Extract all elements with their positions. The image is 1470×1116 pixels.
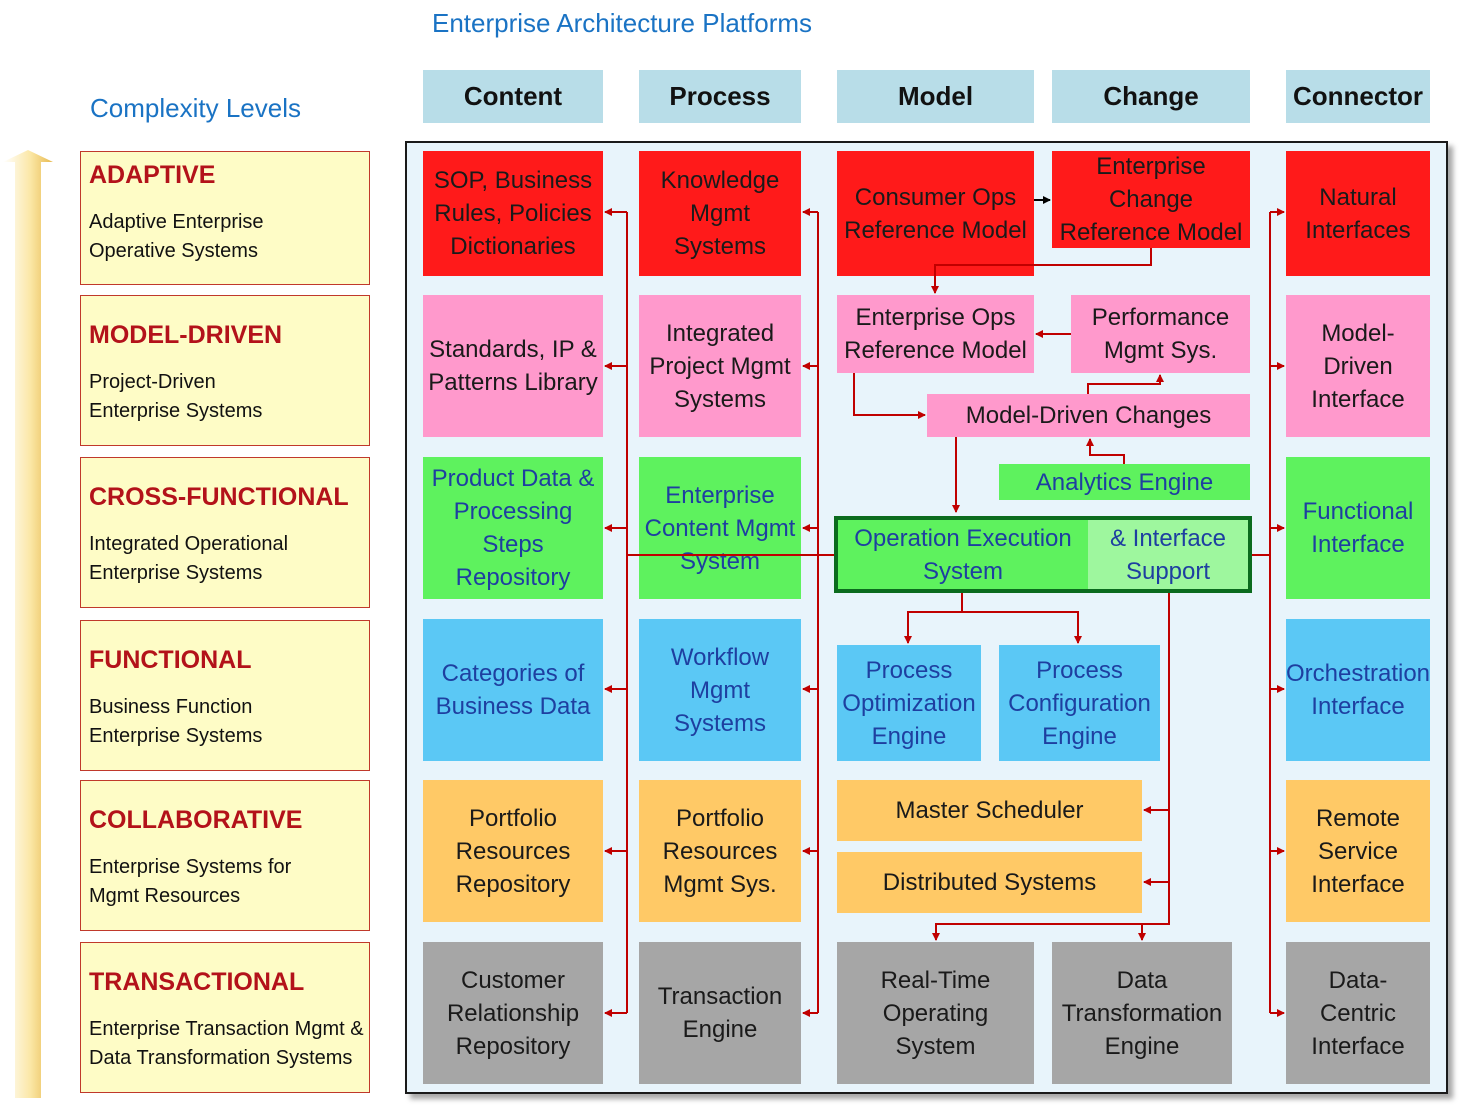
column-header-process: Process [639,70,801,123]
box-performance-mgmt: Performance Mgmt Sys. [1071,295,1250,373]
box-operation-execution-system: Operation Execution System [854,524,1072,585]
box-transaction-engine: Transaction Engine [639,942,801,1084]
box-enterprise-ops-reference-model: Enterprise Ops Reference Model [837,295,1034,373]
level-title: FUNCTIONAL [89,646,252,674]
operation-execution-system-container: Operation Execution System & Interface S… [834,516,1252,593]
level-model-driven: MODEL-DRIVEN Project-Driven Enterprise S… [80,295,370,446]
level-description: Project-Driven Enterprise Systems [89,371,263,422]
box-data-centric-interface: Data- Centric Interface [1286,942,1430,1084]
box-product-data-repository: Product Data & Processing Steps Reposito… [423,457,603,599]
level-description: Enterprise Systems for Mgmt Resources [89,856,292,907]
level-title: COLLABORATIVE [89,806,303,834]
column-header-connector: Connector [1286,70,1430,123]
level-title: MODEL-DRIVEN [89,321,283,349]
level-collaborative: COLLABORATIVE Enterprise Systems for Mgm… [80,780,370,931]
box-remote-service-interface: Remote Service Interface [1286,780,1430,922]
level-description: Enterprise Transaction Mgmt & Data Trans… [89,1018,364,1069]
box-process-configuration-engine: Process Configuration Engine [999,645,1160,761]
box-interface-support: & Interface Support [1088,520,1248,589]
level-title: ADAPTIVE [89,161,216,189]
box-sop-business-rules: SOP, Business Rules, Policies Dictionari… [423,151,603,276]
box-categories-business-data: Categories of Business Data [423,619,603,761]
level-adaptive: ADAPTIVE Adaptive Enterprise Operative S… [80,151,370,285]
box-process-optimization-engine: Process Optimization Engine [837,645,981,761]
level-cross-functional: CROSS-FUNCTIONAL Integrated Operational … [80,457,370,608]
level-title: CROSS-FUNCTIONAL [89,483,349,511]
box-knowledge-mgmt: Knowledge Mgmt Systems [639,151,801,276]
box-orchestration-interface: Orchestration Interface [1286,619,1430,761]
box-consumer-ops-reference-model: Consumer Ops Reference Model [837,151,1034,276]
column-header-model: Model [837,70,1034,123]
box-data-transformation-engine: Data Transformation Engine [1052,942,1232,1084]
box-realtime-operating-system: Real-Time Operating System [837,942,1034,1084]
level-description: Adaptive Enterprise Operative Systems [89,211,264,262]
box-model-driven-changes: Model-Driven Changes [927,394,1250,437]
box-enterprise-content-mgmt: Enterprise Content Mgmt System [639,457,801,599]
box-workflow-mgmt: Workflow Mgmt Systems [639,619,801,761]
box-model-driven-interface: Model- Driven Interface [1286,295,1430,437]
complexity-up-arrow [3,150,53,1098]
box-distributed-systems: Distributed Systems [837,852,1142,913]
level-transactional: TRANSACTIONAL Enterprise Transaction Mgm… [80,942,370,1093]
level-description: Integrated Operational Enterprise System… [89,533,289,584]
level-title: TRANSACTIONAL [89,968,305,996]
box-portfolio-resources-mgmt: Portfolio Resources Mgmt Sys. [639,780,801,922]
box-functional-interface: Functional Interface [1286,457,1430,599]
level-functional: FUNCTIONAL Business Function Enterprise … [80,620,370,771]
box-enterprise-change-reference-model: Enterprise Change Reference Model [1052,151,1250,248]
box-master-scheduler: Master Scheduler [837,780,1142,841]
box-analytics-engine: Analytics Engine [999,464,1250,500]
box-natural-interfaces: Natural Interfaces [1286,151,1430,276]
box-standards-library: Standards, IP & Patterns Library [423,295,603,437]
box-integrated-project-mgmt: Integrated Project Mgmt Systems [639,295,801,437]
box-customer-relationship-repository: Customer Relationship Repository [423,942,603,1084]
box-portfolio-resources-repository: Portfolio Resources Repository [423,780,603,922]
level-description: Business Function Enterprise Systems [89,696,263,747]
page-title: Enterprise Architecture Platforms [432,8,813,38]
complexity-levels-title: Complexity Levels [90,93,301,123]
column-header-change: Change [1052,70,1250,123]
column-header-content: Content [423,70,603,123]
